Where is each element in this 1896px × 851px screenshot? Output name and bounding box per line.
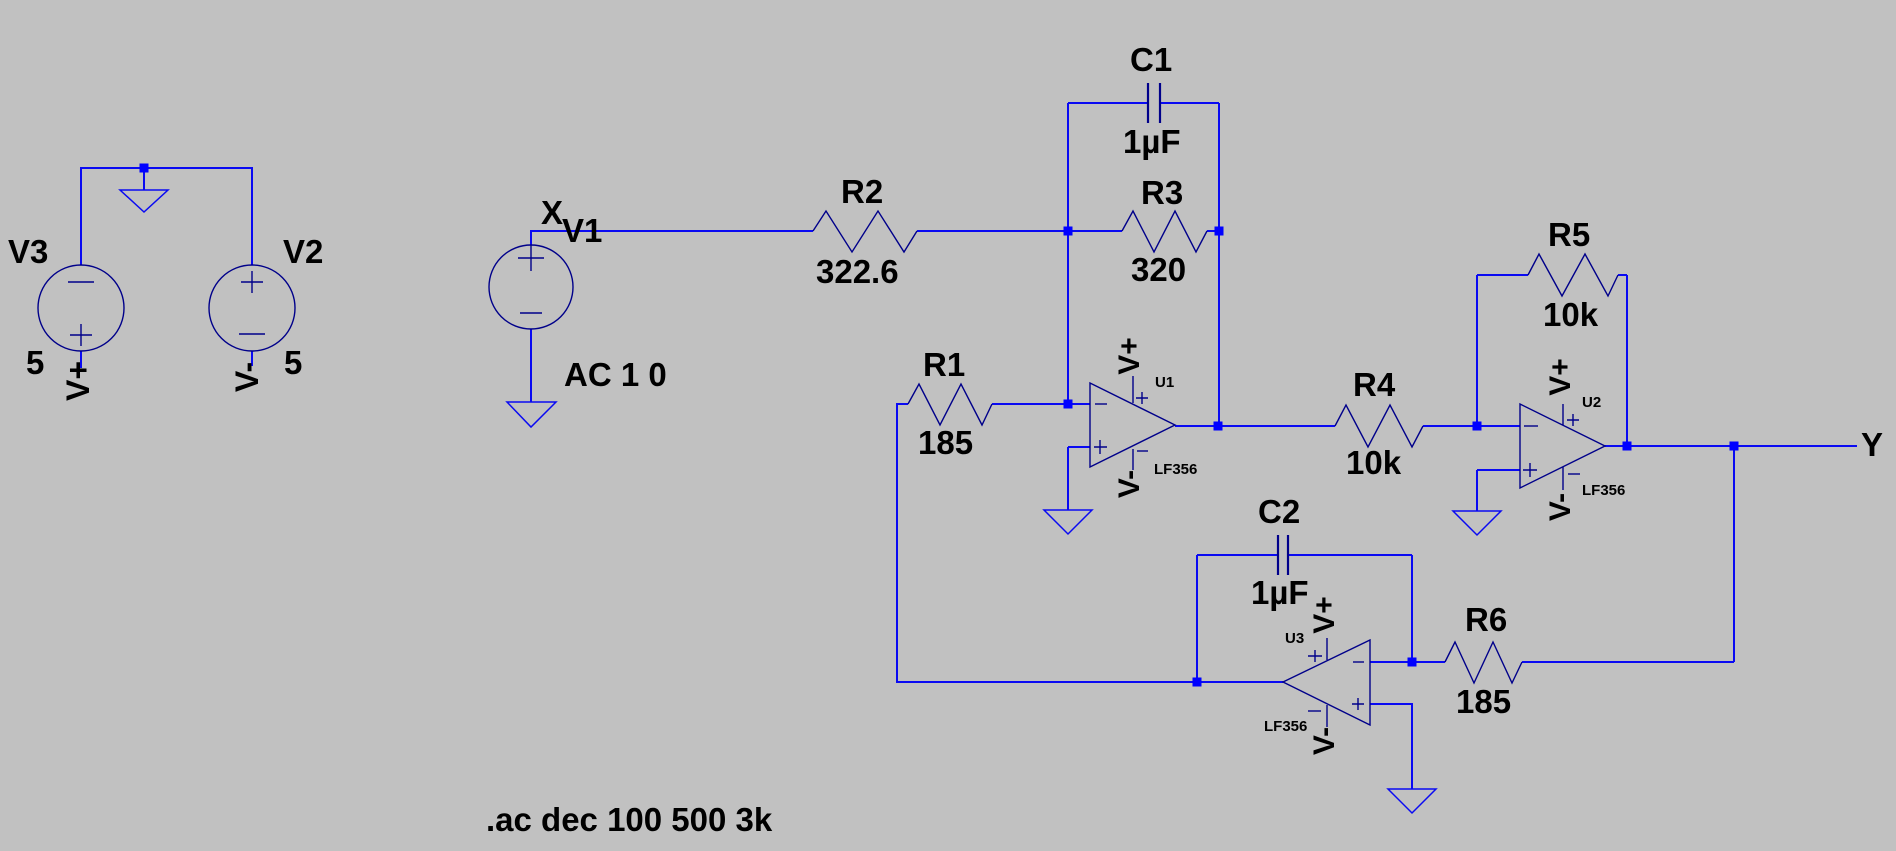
- part-u2[interactable]: LF356: [1582, 482, 1626, 499]
- designator-u1[interactable]: U1: [1155, 374, 1175, 391]
- wire-junction[interactable]: [1063, 399, 1073, 409]
- rail-label-u1-vplus[interactable]: V+: [1113, 337, 1146, 375]
- net-label-vplus[interactable]: V+: [60, 360, 96, 402]
- wire-junction[interactable]: [1192, 677, 1202, 687]
- wire-junction[interactable]: [1729, 441, 1739, 451]
- rail-label-u3-vplus[interactable]: V+: [1308, 596, 1341, 634]
- capacitor-c2-symbol[interactable]: [1276, 535, 1290, 575]
- rail-label-u3-vminus[interactable]: V-: [1308, 726, 1341, 756]
- net-label-vminus[interactable]: V-: [229, 361, 265, 393]
- designator-v2[interactable]: V2: [283, 233, 324, 270]
- wire-junction[interactable]: [1214, 226, 1224, 236]
- wire-segment[interactable]: [530, 230, 813, 245]
- wire-segment[interactable]: [80, 167, 253, 265]
- value-r5[interactable]: 10k: [1543, 296, 1599, 333]
- resistor-r2-symbol[interactable]: [812, 209, 918, 254]
- designator-c2[interactable]: C2: [1258, 493, 1301, 530]
- designator-r6[interactable]: R6: [1465, 601, 1508, 638]
- value-v3[interactable]: 5: [26, 344, 45, 381]
- wire-junction[interactable]: [1063, 226, 1073, 236]
- designator-u3[interactable]: U3: [1285, 630, 1305, 647]
- value-r4[interactable]: 10k: [1346, 444, 1402, 481]
- resistor-r6-symbol[interactable]: [1444, 640, 1523, 685]
- designator-v3[interactable]: V3: [8, 233, 49, 270]
- net-label-x[interactable]: X: [541, 194, 564, 231]
- voltage-source-v3-symbol[interactable]: [37, 264, 125, 352]
- resistor-r4-symbol[interactable]: [1334, 403, 1424, 449]
- designator-r4[interactable]: R4: [1353, 366, 1396, 403]
- value-r3[interactable]: 320: [1131, 251, 1187, 288]
- wire-junction[interactable]: [1472, 421, 1482, 431]
- ground-symbol[interactable]: [1042, 509, 1094, 536]
- designator-r5[interactable]: R5: [1548, 216, 1591, 253]
- opamp-u2-symbol[interactable]: [1519, 402, 1607, 490]
- designator-v1[interactable]: V1: [562, 212, 603, 249]
- designator-u2[interactable]: U2: [1582, 394, 1602, 411]
- designator-r1[interactable]: R1: [923, 346, 966, 383]
- value-r1[interactable]: 185: [918, 424, 974, 461]
- resistor-r1-symbol[interactable]: [907, 382, 993, 427]
- wire-segment[interactable]: [896, 403, 1197, 683]
- ground-symbol[interactable]: [505, 401, 558, 429]
- capacitor-c1-symbol[interactable]: [1146, 83, 1162, 123]
- designator-c1[interactable]: C1: [1130, 41, 1173, 78]
- wire-segment[interactable]: [1370, 703, 1413, 789]
- part-u1[interactable]: LF356: [1154, 461, 1198, 478]
- part-u3[interactable]: LF356: [1264, 718, 1308, 735]
- designator-r3[interactable]: R3: [1141, 174, 1184, 211]
- wire-junction[interactable]: [1407, 657, 1417, 667]
- voltage-source-v1-symbol[interactable]: [488, 244, 574, 330]
- value-c1[interactable]: 1µF: [1123, 123, 1181, 160]
- ground-symbol[interactable]: [1451, 510, 1503, 537]
- value-v1[interactable]: AC 1 0: [564, 356, 667, 393]
- wire-junction[interactable]: [1622, 441, 1632, 451]
- value-c2[interactable]: 1µF: [1251, 574, 1309, 611]
- rail-label-u2-vplus[interactable]: V+: [1544, 358, 1577, 396]
- resistor-r3-symbol[interactable]: [1121, 209, 1208, 254]
- resistor-r5-symbol[interactable]: [1527, 252, 1619, 298]
- ground-symbol[interactable]: [1386, 788, 1438, 815]
- rail-label-u2-vminus[interactable]: V-: [1544, 492, 1577, 522]
- opamp-u3-symbol[interactable]: [1281, 638, 1371, 727]
- designator-r2[interactable]: R2: [841, 173, 884, 210]
- spice-directive[interactable]: .ac dec 100 500 3k: [486, 801, 773, 838]
- ground-symbol[interactable]: [118, 189, 170, 214]
- opamp-u1-symbol[interactable]: [1089, 376, 1177, 470]
- value-v2[interactable]: 5: [284, 344, 303, 381]
- wire-junction[interactable]: [1213, 421, 1223, 431]
- net-label-y[interactable]: Y: [1861, 426, 1884, 463]
- value-r2[interactable]: 322.6: [816, 253, 899, 290]
- voltage-source-v2-symbol[interactable]: [208, 264, 296, 352]
- value-r6[interactable]: 185: [1456, 683, 1512, 720]
- rail-label-u1-vminus[interactable]: V-: [1113, 469, 1146, 499]
- wire-junction[interactable]: [139, 163, 149, 173]
